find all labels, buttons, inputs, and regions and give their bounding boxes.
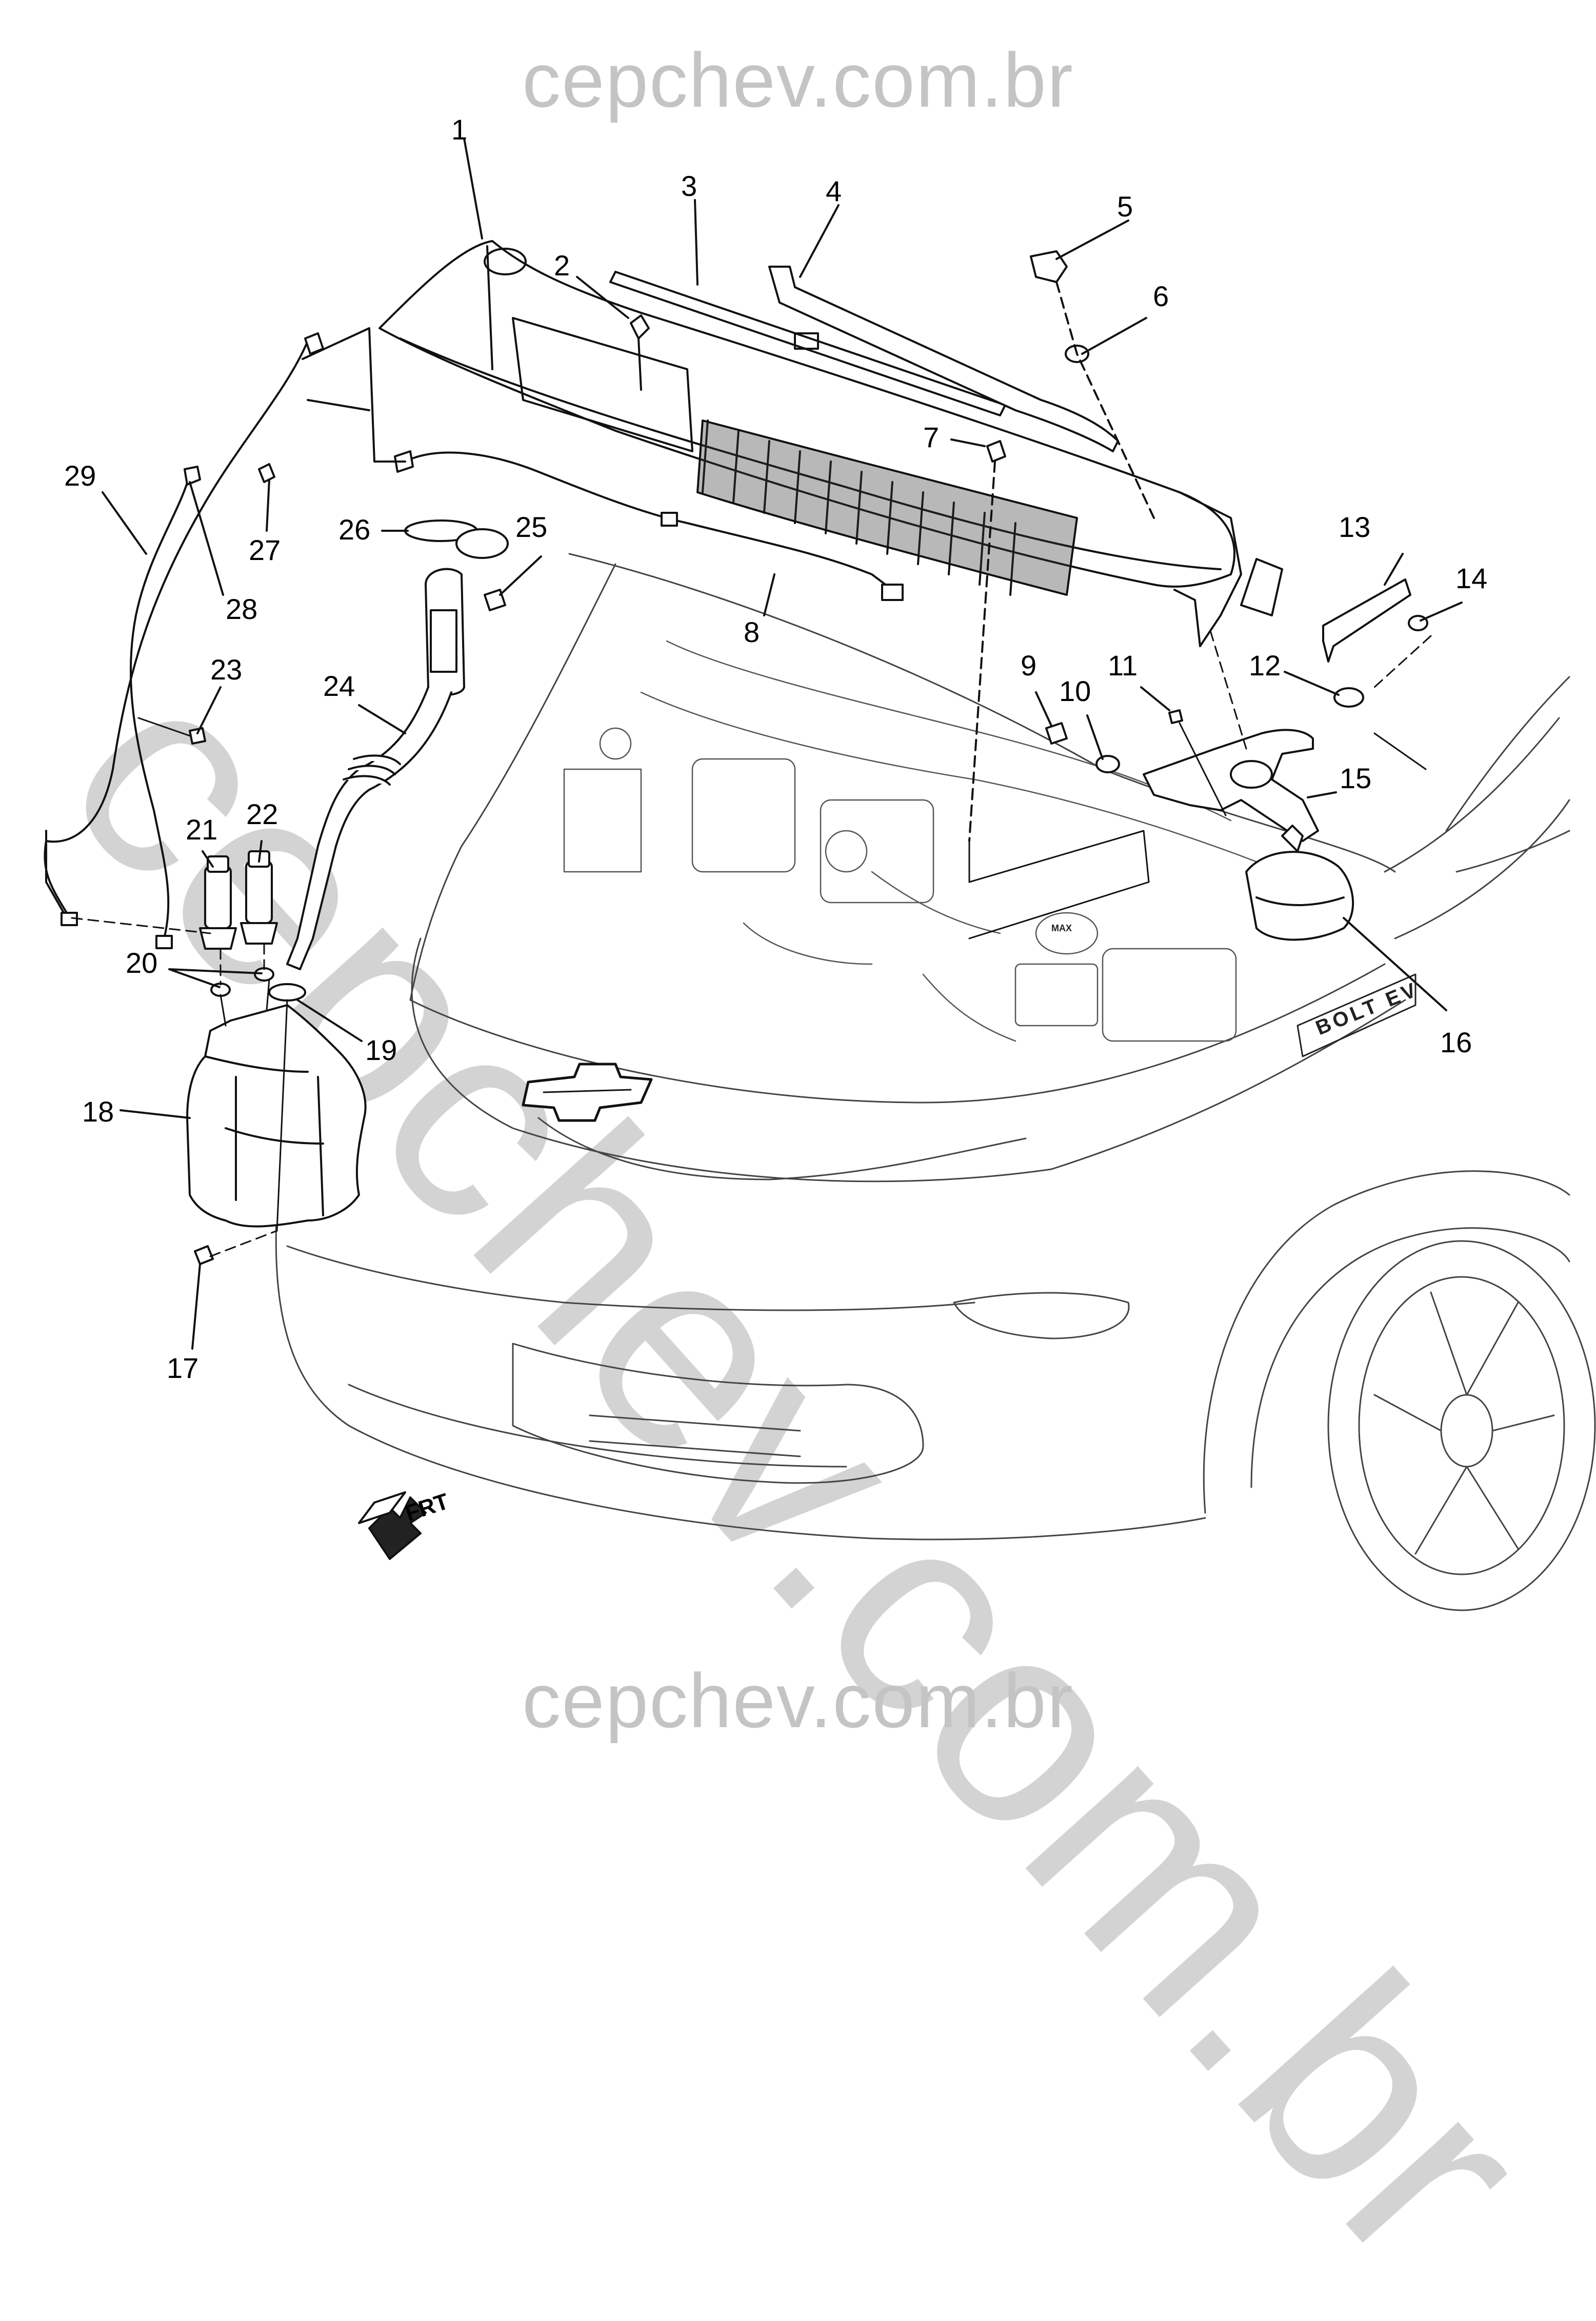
callout-7: 7 [923, 421, 940, 453]
wiper-motor-16 [1245, 825, 1354, 941]
callout-6: 6 [1153, 280, 1169, 312]
max-label: MAX [1051, 923, 1072, 933]
callout-17: 17 [167, 1352, 199, 1384]
parts-diagram: cepchev.com.br [9, 37, 1596, 2321]
callout-13: 13 [1339, 511, 1371, 543]
callout-22: 22 [246, 798, 278, 830]
linkage-15 [1143, 729, 1319, 842]
nut-17 [194, 1245, 214, 1265]
grommet-10 [1095, 755, 1120, 773]
callout-1: 1 [451, 113, 468, 146]
callout-9: 9 [1021, 649, 1037, 682]
seal-19 [268, 983, 306, 1002]
washer-hose-8 [404, 451, 893, 591]
callout-24: 24 [323, 670, 355, 702]
callout-14: 14 [1455, 562, 1488, 594]
weatherstrip-3 [609, 271, 1006, 416]
callout-11: 11 [1108, 649, 1138, 682]
wiper-arm-4 [768, 266, 1119, 452]
callout-16: 16 [1440, 1026, 1472, 1058]
screw-9 [1045, 722, 1068, 745]
push-pin-2 [630, 314, 650, 391]
callout-27: 27 [249, 534, 281, 566]
callout-8: 8 [744, 616, 760, 648]
callout-25: 25 [515, 511, 548, 543]
chevrolet-bowtie [522, 1063, 653, 1122]
callout-2: 2 [554, 249, 570, 282]
callout-29: 29 [64, 459, 96, 492]
callout-3: 3 [681, 170, 697, 202]
diagram-drawing [44, 137, 1596, 1611]
engine-bay [563, 640, 1283, 1042]
leader-lines [102, 137, 1463, 1350]
washer-pump-21 [199, 855, 237, 950]
bracket-13 [1322, 578, 1411, 663]
callout-4: 4 [826, 175, 842, 207]
clip-23 [189, 727, 206, 745]
callout-21: 21 [186, 813, 218, 846]
callout-12: 12 [1249, 649, 1281, 682]
frt-arrow-icon [368, 1496, 427, 1560]
washer-hose-28 [129, 473, 191, 939]
fastener-7 [986, 440, 1006, 463]
watermark-bottom: cepchev.com.br [522, 1657, 1074, 1744]
washer-pump-22 [240, 850, 278, 945]
air-inlet-grille-panel [378, 240, 1283, 647]
grommet-12 [1333, 687, 1364, 708]
callout-18: 18 [82, 1095, 114, 1128]
callout-5: 5 [1117, 190, 1133, 223]
callout-23: 23 [210, 653, 243, 686]
filler-neck-24 [286, 568, 465, 970]
vehicle-body [275, 553, 1596, 1611]
connector-27 [258, 463, 275, 483]
callout-15: 15 [1340, 762, 1372, 794]
callout-20: 20 [126, 947, 158, 979]
grommet-20b [254, 967, 274, 982]
washer-reservoir-18 [186, 1004, 367, 1228]
callout-19: 19 [365, 1034, 397, 1066]
watermark-top: cepchev.com.br [522, 37, 1074, 123]
callout-26: 26 [338, 513, 371, 546]
screw-11 [1168, 709, 1183, 724]
callout-28: 28 [226, 593, 258, 625]
callout-10: 10 [1059, 675, 1091, 707]
